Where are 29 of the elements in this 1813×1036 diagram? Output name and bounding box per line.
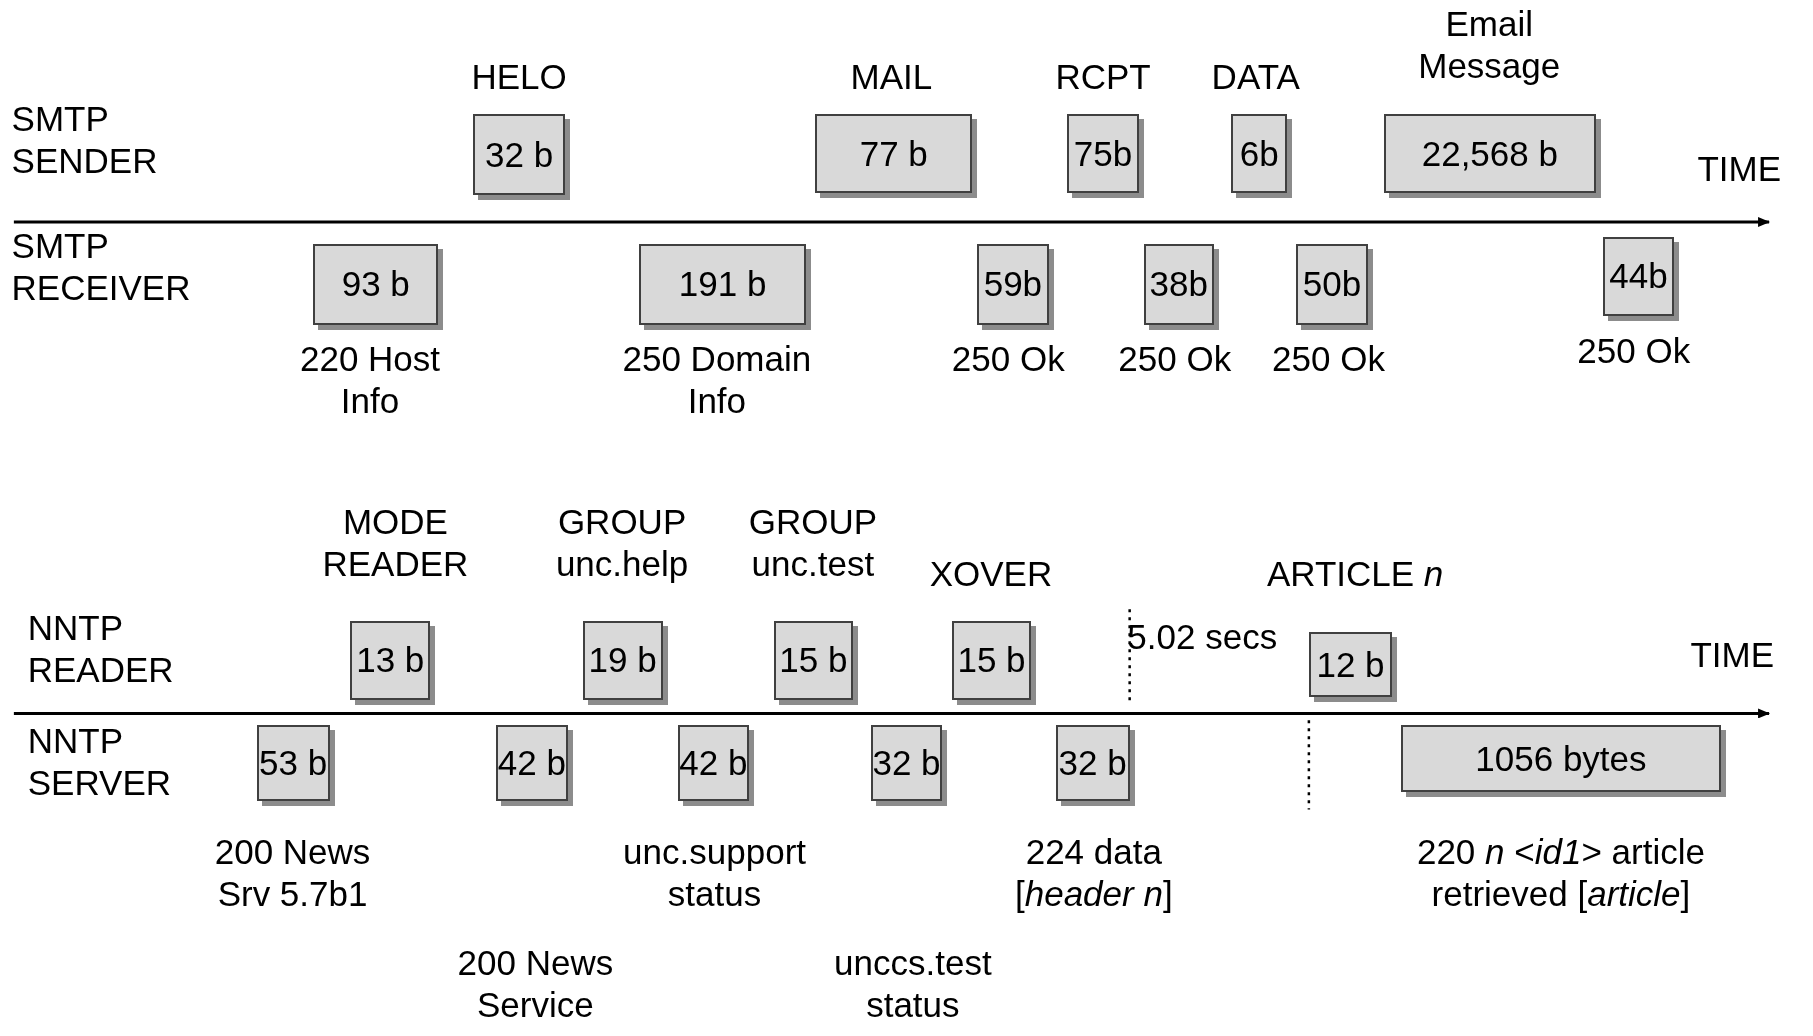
- timeline-label: SMTP RECEIVER: [11, 225, 192, 310]
- timeline-label: NNTP SERVER: [27, 720, 173, 805]
- command-label: ARTICLE n: [1266, 552, 1444, 595]
- command-label: DATA: [1211, 55, 1300, 98]
- reply-label: 250 Ok: [1577, 329, 1691, 372]
- command-label: RCPT: [1055, 55, 1151, 98]
- timeline-label: 200 News Service: [456, 942, 615, 1027]
- reply-label: 220 n <id1> article retrieved [article]: [1415, 831, 1706, 916]
- reply-label: 224 data [header n]: [1014, 831, 1174, 916]
- command-label: GROUP unc.test: [747, 500, 878, 585]
- reply-label: unc.support status: [622, 831, 807, 916]
- command-label: MODE READER: [321, 500, 470, 585]
- reply-label: 220 Host Info: [298, 337, 442, 422]
- timeline-label: 5.02 secs: [1127, 616, 1278, 659]
- reply-label: 250 Ok: [951, 337, 1065, 380]
- timeline-label: SMTP SENDER: [11, 98, 159, 183]
- command-label: GROUP unc.help: [554, 500, 690, 585]
- command-label: XOVER: [929, 552, 1053, 595]
- command-label: MAIL: [850, 55, 933, 98]
- command-label: Email Message: [1417, 3, 1562, 88]
- timeline-label: TIME: [1697, 148, 1781, 190]
- reply-label: 250 Domain Info: [621, 337, 813, 422]
- command-label: HELO: [471, 55, 567, 98]
- reply-label: 250 Ok: [1272, 337, 1385, 380]
- reply-label: 250 Ok: [1118, 337, 1232, 380]
- reply-label: 200 News Srv 5.7b1: [213, 831, 372, 916]
- timeline-label: unccs.test status: [833, 942, 993, 1027]
- timeline-label: TIME: [1690, 633, 1775, 676]
- timeline-label: NNTP READER: [27, 607, 175, 692]
